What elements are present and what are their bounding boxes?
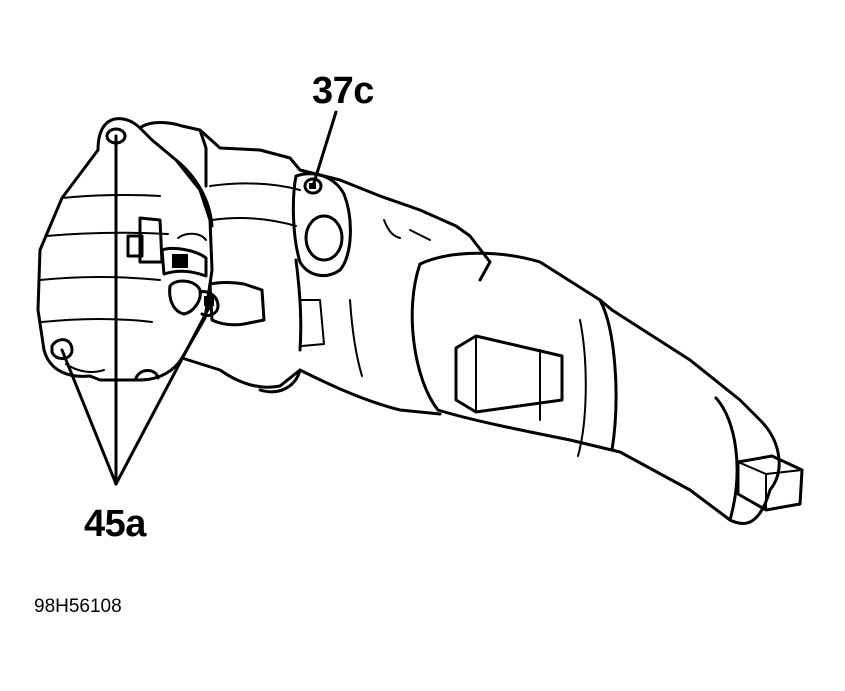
extension-housing bbox=[410, 251, 622, 457]
leader-line-37c bbox=[311, 110, 338, 188]
leader-line-45a-right bbox=[114, 300, 214, 486]
callout-37c: 37c bbox=[312, 70, 374, 112]
mounting-boss-37c bbox=[291, 172, 352, 278]
figure-id: 98H56108 bbox=[34, 596, 122, 617]
transmission-case bbox=[138, 121, 492, 416]
output-shaft bbox=[610, 308, 804, 525]
callout-45a: 45a bbox=[84, 503, 146, 545]
leader-line-45a-left bbox=[60, 348, 118, 486]
housing-opening bbox=[126, 158, 266, 327]
leader-lines bbox=[60, 110, 338, 486]
